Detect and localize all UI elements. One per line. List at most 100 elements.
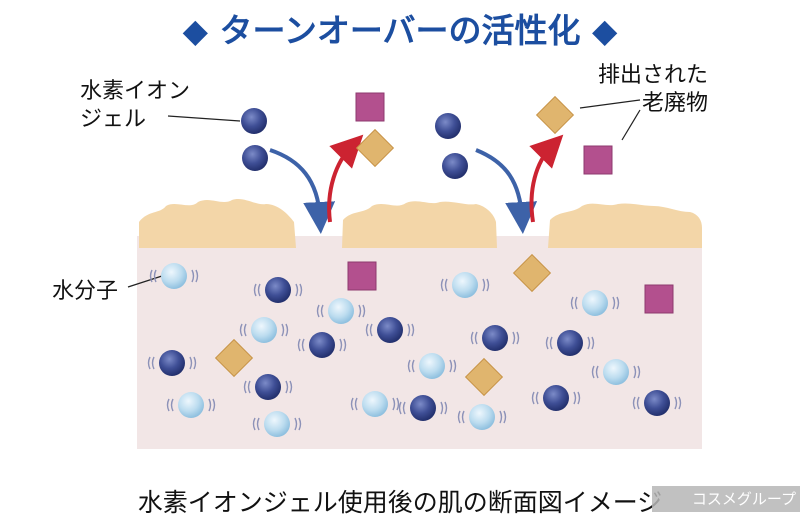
label-water-molecule: 水分子 (52, 279, 119, 304)
vibration-mark (674, 396, 678, 410)
vibration-mark (637, 365, 641, 379)
surface-cells-right (548, 203, 702, 248)
hydrogen-ion (377, 317, 403, 343)
vibration-mark (189, 356, 193, 370)
vibration-mark (457, 410, 461, 424)
inflow-arrow-right (475, 148, 538, 234)
inflow-arrow-left (269, 148, 336, 234)
vibration-mark (398, 401, 402, 415)
label-line: 水素イオン (80, 79, 191, 104)
vibration-mark (252, 417, 256, 431)
vibration-mark (573, 391, 577, 405)
water-molecule (469, 404, 495, 430)
vibration-mark (193, 356, 197, 370)
diagram-title: ◆ ターンオーバーの活性化 ◆ (182, 11, 618, 50)
vibration-mark (191, 269, 195, 283)
waste-leader-line-2 (621, 109, 641, 141)
hydrogen-ion (159, 350, 185, 376)
vibration-mark (301, 338, 305, 352)
hydrogen-ion (242, 145, 268, 171)
vibration-mark (350, 397, 354, 411)
vibration-mark (358, 304, 362, 318)
hydrogen-ion (255, 374, 281, 400)
water-molecule (452, 272, 478, 298)
waste-square (347, 261, 377, 291)
hydrogen-ion (543, 385, 569, 411)
water-molecule (251, 317, 277, 343)
hydrogen-ion (442, 153, 468, 179)
vibration-mark (512, 331, 516, 345)
label-line: ジェル (80, 107, 147, 132)
vibration-mark (411, 323, 415, 337)
vibration-mark (285, 323, 289, 337)
vibration-mark (444, 278, 448, 292)
water-molecule (603, 359, 629, 385)
hydrogen-ion (265, 277, 291, 303)
vibration-mark (153, 269, 157, 283)
vibration-mark (591, 365, 595, 379)
vibration-mark (486, 278, 490, 292)
label-line: 老廃物 (642, 91, 709, 116)
vibration-mark (256, 417, 260, 431)
vibration-mark (289, 380, 293, 394)
label-line: 排出された (598, 63, 709, 88)
hydrogen-ion (557, 330, 583, 356)
vibration-mark (354, 397, 358, 411)
vibration-mark (407, 359, 411, 373)
vibration-mark (570, 296, 574, 310)
water-molecule (264, 411, 290, 437)
vibration-mark (392, 397, 396, 411)
water-molecule (362, 391, 388, 417)
vibration-mark (453, 359, 457, 373)
hydrogen-ion (410, 395, 436, 421)
vibration-mark (243, 323, 247, 337)
waste-diamond (355, 128, 395, 168)
vibration-mark (678, 396, 682, 410)
vibration-mark (612, 296, 616, 310)
vibration-mark (470, 331, 474, 345)
vibration-mark (253, 283, 257, 297)
outflow-arrow-right (529, 134, 564, 223)
vibration-mark (285, 380, 289, 394)
vibration-mark (461, 410, 465, 424)
diagram-caption: 水素イオンジェル使用後の肌の断面図イメージ (137, 488, 663, 517)
vibration-mark (298, 417, 302, 431)
vibration-mark (574, 296, 578, 310)
vibration-mark (295, 283, 299, 297)
vibration-mark (516, 331, 520, 345)
vibration-mark (474, 331, 478, 345)
surface-cells-middle (342, 201, 497, 248)
vibration-mark (440, 278, 444, 292)
waste-square (355, 92, 385, 122)
waste-diamond (512, 253, 552, 293)
vibration-mark (149, 269, 153, 283)
vibration-mark (170, 398, 174, 412)
vibration-mark (636, 396, 640, 410)
vibration-mark (281, 323, 285, 337)
waste-square (644, 284, 674, 314)
vibration-mark (147, 356, 151, 370)
vibration-mark (535, 391, 539, 405)
vibration-mark (343, 338, 347, 352)
surface-cells-left (139, 199, 296, 248)
hydrogen-ion (482, 325, 508, 351)
vibration-mark (616, 296, 620, 310)
water-molecule (178, 392, 204, 418)
waste-diamond (214, 338, 254, 378)
vibration-mark (499, 410, 503, 424)
vibration-mark (449, 359, 453, 373)
vibration-mark (591, 336, 595, 350)
hydrogen-ion (644, 390, 670, 416)
vibration-mark (339, 338, 343, 352)
vibration-mark (151, 356, 155, 370)
vibration-mark (482, 278, 486, 292)
waste-diamond (464, 357, 504, 397)
vibration-mark (297, 338, 301, 352)
water-molecule (419, 353, 445, 379)
vibration-mark (294, 417, 298, 431)
vibration-mark (531, 391, 535, 405)
vibration-mark (365, 323, 369, 337)
waste-square (583, 145, 613, 175)
vibration-mark (243, 380, 247, 394)
